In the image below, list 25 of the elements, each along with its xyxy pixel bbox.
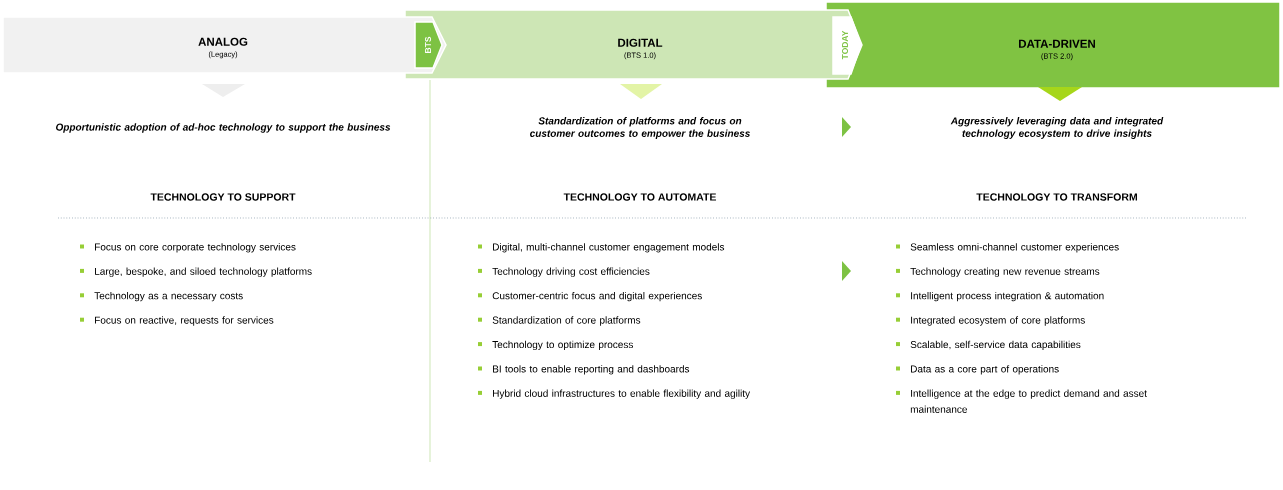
bullet-item: Technology driving cost efficiencies <box>478 267 650 277</box>
bullet-item: Technology to optimize process <box>478 340 633 351</box>
bullet-item: Intelligence at the edge to predict demand and asset maintenance <box>896 389 1147 413</box>
bullet-item: Scalable, self-service data capabilities <box>896 340 1081 351</box>
bullet-item: Standardization of core platforms <box>478 316 641 326</box>
column-heading: TECHNOLOGY TO AUTOMATE <box>563 193 716 201</box>
bullet-item: Focus on reactive, requests for services <box>80 316 274 326</box>
bullet-item: Technology as a necessary costs <box>80 291 243 302</box>
bullet-item: Large, bespoke, and siloed technology platforms <box>80 267 312 277</box>
description-text: Aggressively leveraging data and integrated technology ecosystem to drive insights <box>950 117 1164 139</box>
bullet-item: Focus on core corporate technology services <box>80 243 296 253</box>
chevron-tag: TODAY <box>832 16 862 75</box>
description-text: Opportunistic adoption of ad-hoc technology to support the business <box>56 123 391 133</box>
bullet-item: Data as a core part of operations <box>896 365 1059 375</box>
bullet-item: Technology creating new revenue streams <box>896 267 1100 277</box>
column-heading: TECHNOLOGY TO SUPPORT <box>150 193 296 201</box>
bullet-item: Intelligent process integration & automation <box>896 291 1104 302</box>
bullet-item: Digital, multi-channel customer engagement models <box>478 243 725 253</box>
bullet-item: Hybrid cloud infrastructures to enable flexibility and agility <box>478 389 751 399</box>
bullet-item: Customer-centric focus and digital experiences <box>478 291 702 302</box>
column-heading: TECHNOLOGY TO TRANSFORM <box>976 193 1137 201</box>
bullet-item: BI tools to enable reporting and dashboards <box>478 365 690 375</box>
description-text: Standardization of platforms and focus on customer outcomes to empower the business <box>530 117 750 139</box>
bullet-item: Seamless omni-channel customer experiences <box>896 243 1119 253</box>
bullet-item: Integrated ecosystem of core platforms <box>896 316 1085 326</box>
